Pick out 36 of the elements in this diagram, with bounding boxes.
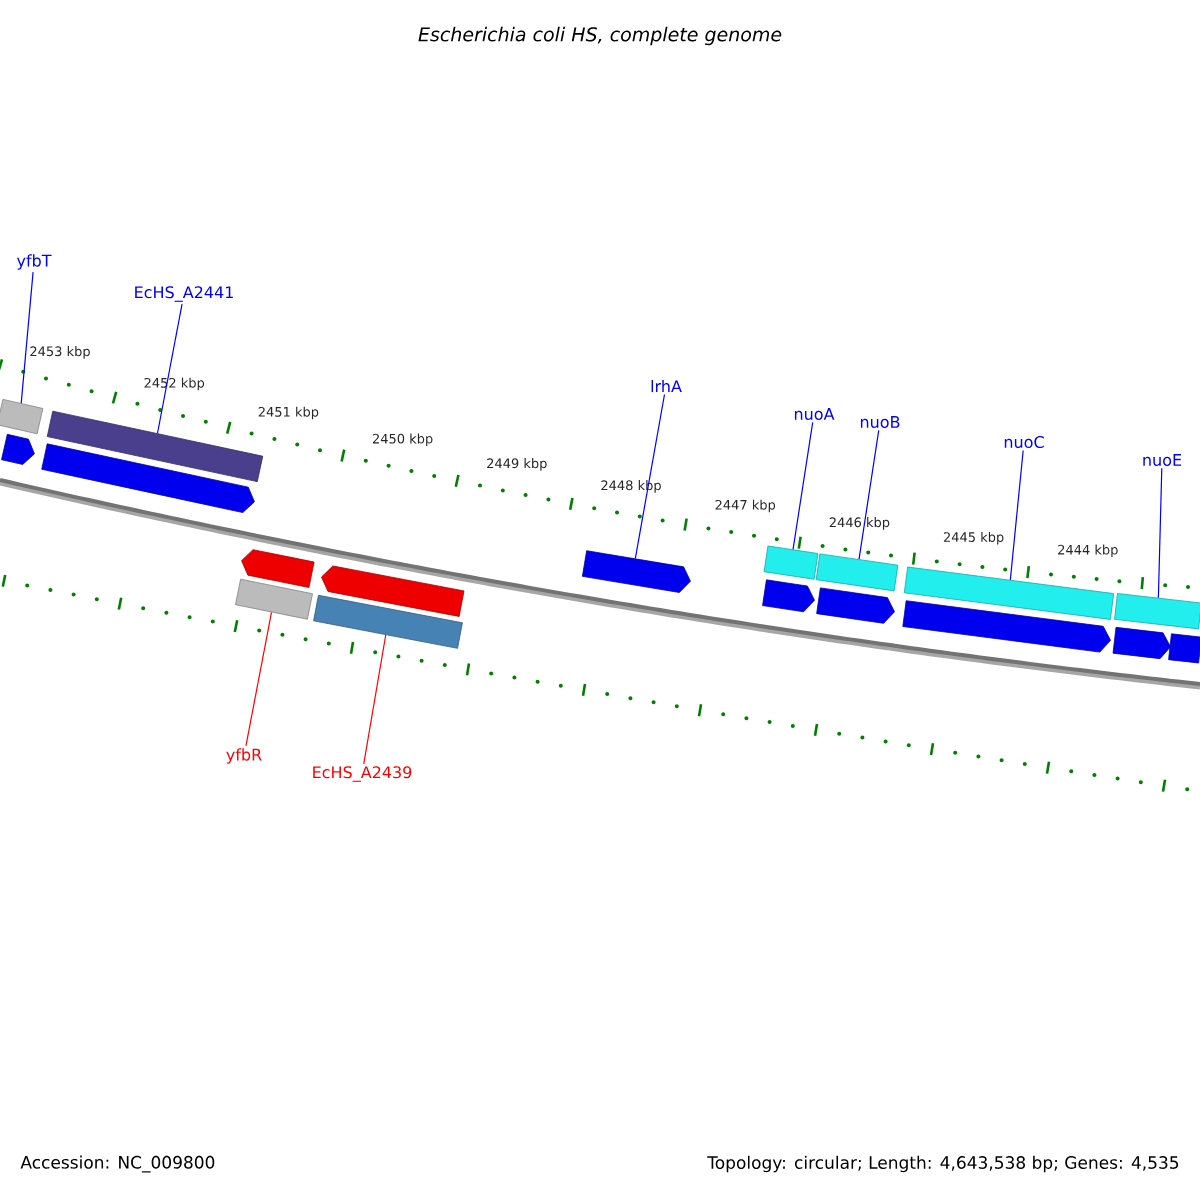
title: Escherichia coli HS, complete genome — [418, 26, 782, 46]
leader-line — [245, 611, 273, 747]
gene-label: yfbR — [226, 748, 262, 764]
leader-line — [1157, 467, 1163, 599]
gene-block — [815, 553, 899, 592]
gene-feature — [241, 549, 315, 588]
gene-label: EcHS_A2441 — [135, 286, 233, 302]
gene-feature — [816, 587, 895, 624]
gene-feature — [321, 565, 465, 617]
gene-label: nuoB — [860, 416, 900, 428]
gene-block — [235, 578, 313, 620]
gene-label: nuoC — [1004, 435, 1044, 449]
gene-block — [1114, 593, 1200, 630]
gene-label: nuoE — [1143, 454, 1182, 466]
gene-label: EcHS_A2439 — [313, 766, 412, 782]
gene-feature — [902, 600, 1111, 653]
gene-feature — [582, 550, 691, 593]
leader-line — [156, 303, 183, 434]
leader-line — [792, 421, 814, 550]
leader-line — [20, 271, 34, 404]
gene-label: yfbT — [16, 254, 52, 270]
gene-block — [763, 545, 819, 580]
genome-stats: Topology: circular; Length: 4,643,538 bp; Genes: 4,535 — [707, 1155, 1179, 1173]
gene-block — [1168, 633, 1200, 664]
leader-line — [363, 634, 387, 765]
leader-line — [634, 393, 666, 559]
gene-label: nuoA — [794, 408, 835, 420]
accession-note: Accession: NC_009800 — [20, 1155, 215, 1173]
leader-line — [1009, 449, 1024, 581]
gene-block — [0, 399, 44, 435]
gene-feature — [1, 433, 35, 465]
leader-line — [858, 429, 880, 560]
gene-feature — [762, 579, 815, 613]
gene-label: lrhA — [651, 379, 682, 393]
gene-feature — [41, 443, 255, 513]
gene-block — [313, 594, 463, 649]
